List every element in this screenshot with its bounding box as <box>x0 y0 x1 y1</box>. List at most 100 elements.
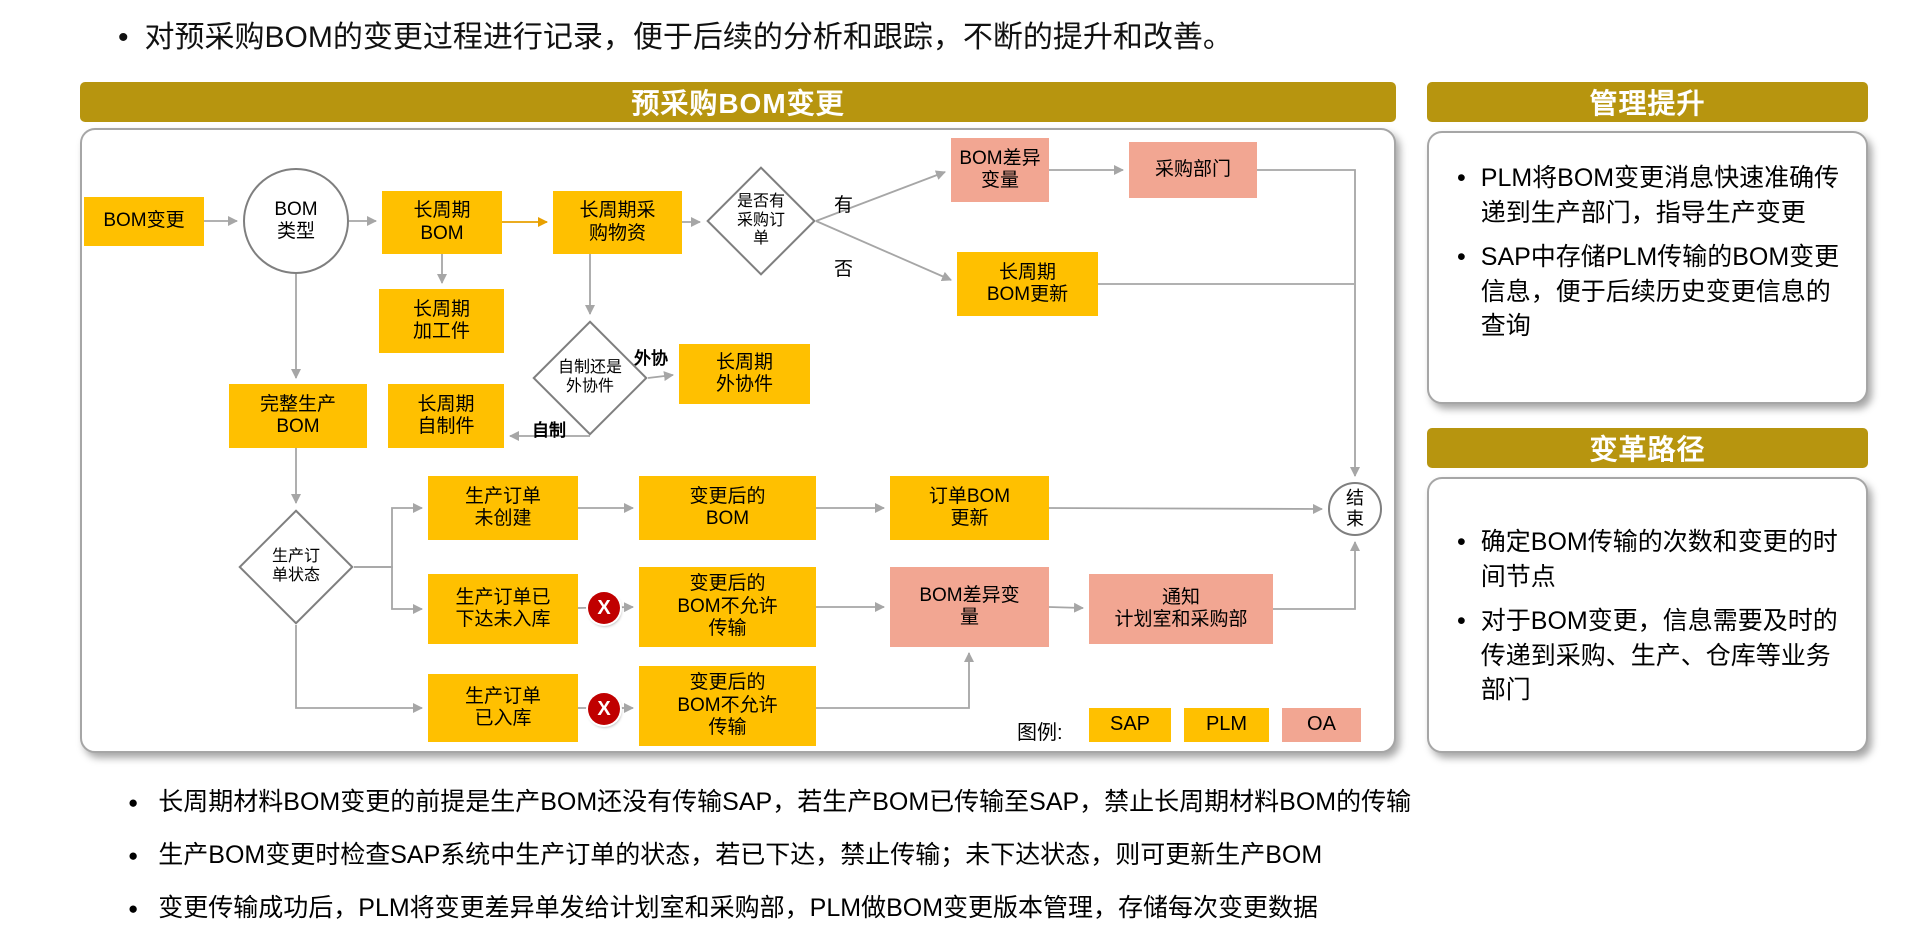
management-bullet-1: • PLM将BOM变更消息快速准确传递到生产部门，指导生产变更 <box>1457 161 1846 230</box>
flowchart-title-bar: 预采购BOM变更 <box>80 82 1396 122</box>
flowchart-title: 预采购BOM变更 <box>631 88 845 119</box>
node-bom-diff-top: BOM差异 变量 <box>951 138 1049 202</box>
decision-has-purchase-order: 是否有 采购订 单 <box>706 166 816 276</box>
node-long-cycle-purchase-material: 长周期采 购物资 <box>553 191 682 254</box>
decision-production-order-status: 生产订 单状态 <box>238 509 354 625</box>
decision-self-or-outsource: 自制还是 外协件 <box>532 320 648 436</box>
bullet-text: 对于BOM变更，信息需要及时的传递到采购、生产、仓库等业务部门 <box>1480 607 1838 704</box>
bullet-text: PLM将BOM变更消息快速准确传递到生产部门，指导生产变更 <box>1480 164 1840 227</box>
node-bom-diff-mid: BOM差异变 量 <box>890 567 1049 647</box>
node-long-cycle-outsource-part: 长周期 外协件 <box>679 344 810 404</box>
node-label: 是否有 采购订 单 <box>736 192 785 248</box>
path-panel: • 确定BOM传输的次数和变更的时间节点 • 对于BOM变更，信息需要及时的传递… <box>1427 477 1868 753</box>
flowchart-panel: BOM变更 BOM 类型 长周期 BOM 长周期采 购物资 是否有 采购订 单 … <box>80 128 1396 753</box>
node-end: 结 束 <box>1328 482 1382 536</box>
node-label: 生产订 单状态 <box>271 548 320 584</box>
node-label: 完整生产 BOM <box>259 393 336 437</box>
node-label: BOM差异变 量 <box>919 584 1020 628</box>
node-label: 长周期 加工件 <box>412 298 470 342</box>
node-order-bom-update: 订单BOM 更新 <box>890 476 1049 540</box>
node-bom-type: BOM 类型 <box>243 168 349 274</box>
node-label: 长周期 外协件 <box>715 351 773 395</box>
management-panel-title: 管理提升 <box>1589 88 1706 119</box>
node-label: 变更后的 BOM <box>689 485 766 529</box>
path-bullet-1: • 确定BOM传输的次数和变更的时间节点 <box>1457 525 1846 594</box>
legend-label: 图例: <box>1017 722 1063 744</box>
node-changed-bom-no-transfer-1: 变更后的 BOM不允许 传输 <box>639 567 816 647</box>
forbidden-x-icon: X <box>588 592 620 624</box>
legend-item-plm: PLM <box>1184 708 1269 742</box>
branch-label-no: 否 <box>834 259 854 280</box>
node-label: BOM差异 变量 <box>959 147 1041 191</box>
path-panel-title-bar: 变革路径 <box>1427 428 1868 468</box>
node-long-cycle-process-part: 长周期 加工件 <box>379 289 504 353</box>
x-label: X <box>597 596 611 619</box>
node-label: 订单BOM 更新 <box>928 485 1011 529</box>
x-label: X <box>597 697 611 720</box>
bullet-dot: ● <box>128 899 139 918</box>
node-label: 生产订单 已入库 <box>464 685 541 729</box>
diamond-shape <box>706 166 816 276</box>
bullet-dot: ● <box>128 793 139 812</box>
bottom-note-2: ● 生产BOM变更时检查SAP系统中生产订单的状态，若已下达，禁止传输；未下达状… <box>128 835 1808 871</box>
note-text: 长周期材料BOM变更的前提是生产BOM还没有传输SAP，若生产BOM已传输至SA… <box>158 788 1412 816</box>
management-bullet-2: • SAP中存储PLM传输的BOM变更信息，便于后续历史变更信息的查询 <box>1457 240 1846 344</box>
node-order-released-not-stored: 生产订单已 下达未入库 <box>428 574 578 644</box>
note-text: 变更传输成功后，PLM将变更差异单发给计划室和采购部，PLM做BOM变更版本管理… <box>158 894 1319 922</box>
node-label: 生产订单 未创建 <box>464 485 541 529</box>
node-long-cycle-bom-update: 长周期 BOM更新 <box>957 252 1098 316</box>
slide-top-bullet: • 对预采购BOM的变更过程进行记录，便于后续的分析和跟踪，不断的提升和改善。 <box>118 12 1233 56</box>
diamond-shape <box>238 509 354 625</box>
legend-item-oa: OA <box>1282 708 1361 742</box>
node-label: 长周期采 购物资 <box>579 200 656 244</box>
node-label: 自制还是 外协件 <box>557 359 622 395</box>
bottom-note-1: ● 长周期材料BOM变更的前提是生产BOM还没有传输SAP，若生产BOM已传输至… <box>128 782 1808 818</box>
bullet-dot: • <box>118 21 129 54</box>
flow-connectors <box>204 165 1360 713</box>
node-label: BOM 类型 <box>274 198 318 242</box>
bottom-notes: ● 长周期材料BOM变更的前提是生产BOM还没有传输SAP，若生产BOM已传输至… <box>128 782 1808 941</box>
path-panel-title: 变革路径 <box>1589 434 1706 465</box>
legend-text: PLM <box>1205 713 1248 736</box>
node-label: BOM变更 <box>103 210 185 232</box>
legend-text: SAP <box>1109 713 1151 736</box>
node-label: 生产订单已 下达未入库 <box>455 586 551 630</box>
node-label: 长周期 自制件 <box>417 393 475 437</box>
node-purchase-dept: 采购部门 <box>1129 142 1257 198</box>
bullet-dot: • <box>1457 243 1466 271</box>
branch-label-yes: 有 <box>834 195 854 216</box>
node-label: 变更后的 BOM不允许 传输 <box>677 672 778 739</box>
forbidden-x-icon: X <box>588 693 620 725</box>
node-label: 长周期 BOM <box>413 200 471 244</box>
branch-label-self-made: 自制 <box>532 421 566 440</box>
node-label: 长周期 BOM更新 <box>986 261 1069 305</box>
legend-text: OA <box>1307 713 1336 736</box>
node-order-stored: 生产订单 已入库 <box>428 674 578 742</box>
bottom-note-3: ● 变更传输成功后，PLM将变更差异单发给计划室和采购部，PLM做BOM变更版本… <box>128 888 1808 924</box>
bullet-dot: • <box>1457 607 1466 635</box>
branch-label-outsource: 外协 <box>634 349 668 368</box>
slide-top-bullet-text: 对预采购BOM的变更过程进行记录，便于后续的分析和跟踪，不断的提升和改善。 <box>144 21 1233 54</box>
bullet-dot: ● <box>128 846 139 865</box>
bullet-dot: • <box>1457 164 1466 192</box>
node-long-cycle-self-part: 长周期 自制件 <box>388 384 504 448</box>
legend-item-sap: SAP <box>1089 708 1171 742</box>
diamond-shape <box>532 320 648 436</box>
bullet-text: SAP中存储PLM传输的BOM变更信息，便于后续历史变更信息的查询 <box>1480 243 1840 340</box>
node-changed-bom: 变更后的 BOM <box>639 476 816 540</box>
node-label: 变更后的 BOM不允许 传输 <box>677 573 778 640</box>
node-order-not-created: 生产订单 未创建 <box>428 476 578 540</box>
node-long-cycle-bom: 长周期 BOM <box>382 191 502 254</box>
bullet-text: 确定BOM传输的次数和变更的时间节点 <box>1480 528 1838 591</box>
path-bullet-2: • 对于BOM变更，信息需要及时的传递到采购、生产、仓库等业务部门 <box>1457 604 1846 708</box>
node-changed-bom-no-transfer-2: 变更后的 BOM不允许 传输 <box>639 666 816 746</box>
node-label: 采购部门 <box>1154 158 1231 180</box>
node-label: 结 束 <box>1346 487 1364 529</box>
management-panel: • PLM将BOM变更消息快速准确传递到生产部门，指导生产变更 • SAP中存储… <box>1427 131 1868 404</box>
node-label: 通知 计划室和采购部 <box>1114 586 1248 630</box>
node-notify-depts: 通知 计划室和采购部 <box>1089 574 1273 644</box>
bullet-dot: • <box>1457 528 1466 556</box>
note-text: 生产BOM变更时检查SAP系统中生产订单的状态，若已下达，禁止传输；未下达状态，… <box>158 841 1323 869</box>
management-panel-title-bar: 管理提升 <box>1427 82 1868 122</box>
node-bom-change: BOM变更 <box>84 197 204 246</box>
